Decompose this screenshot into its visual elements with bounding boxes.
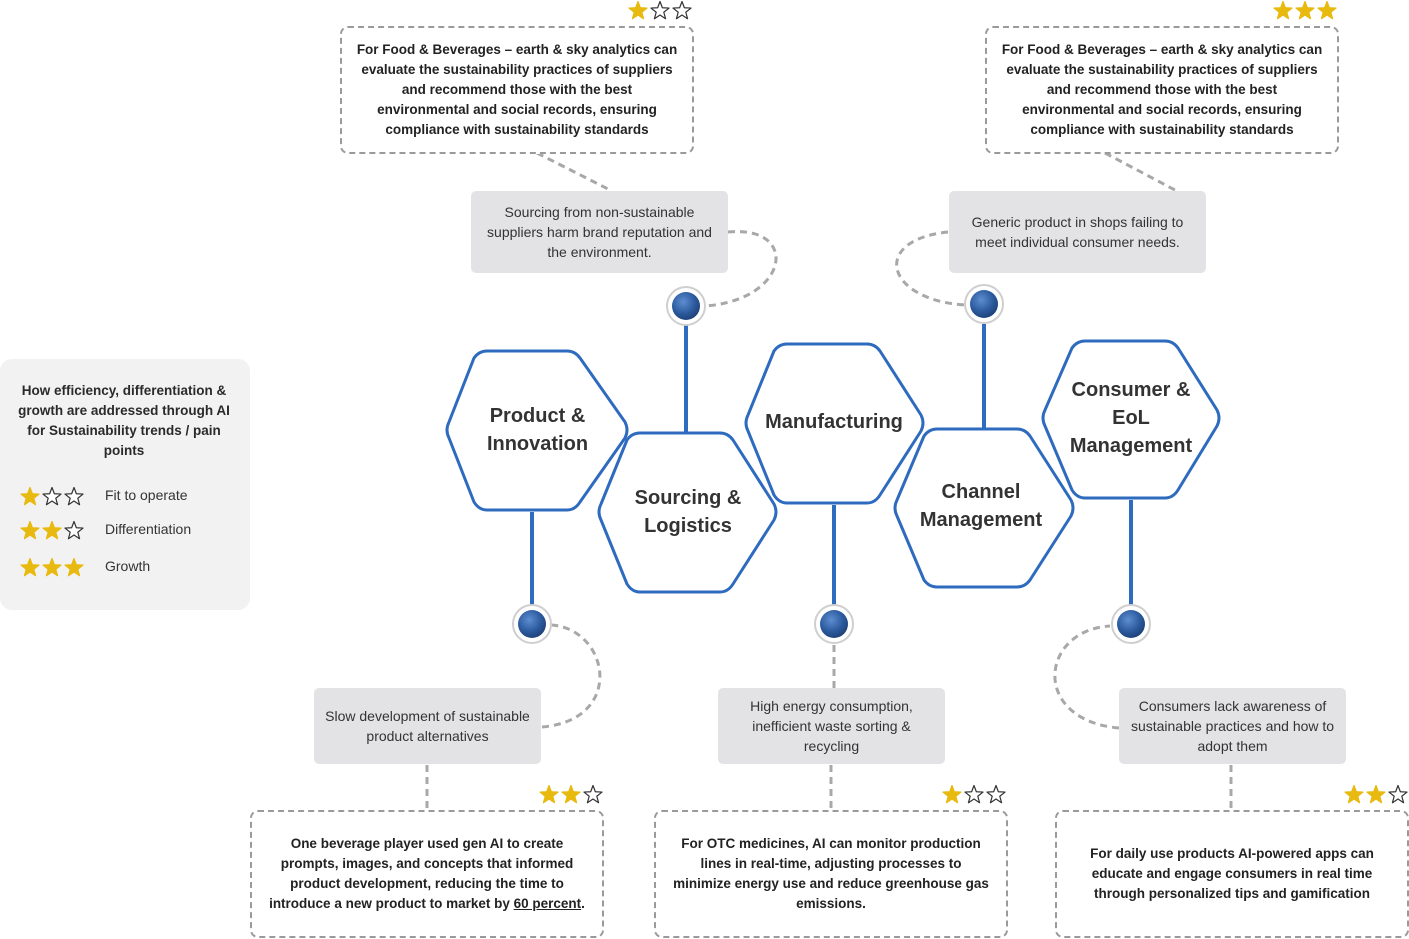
star-filled-icon (64, 557, 84, 577)
star-filled-icon (42, 520, 62, 540)
node-consumer[interactable] (1111, 604, 1151, 644)
legend-label-fit: Fit to operate (105, 487, 188, 503)
hexagon-product-innovation[interactable] (445, 349, 629, 512)
star-rating-icon (20, 486, 84, 506)
star-filled-icon (1295, 0, 1315, 20)
hexagon-consumer-eol[interactable] (1041, 339, 1221, 500)
node-product[interactable] (512, 604, 552, 644)
stage-label-channel: Channel Management (919, 481, 1043, 531)
star-filled-icon (1344, 784, 1364, 804)
legend-label-growth: Growth (105, 558, 151, 574)
node-manufacturing[interactable] (814, 604, 854, 644)
legend-panel: How efficiency, differentiation & growth… (0, 359, 250, 610)
use-case-callout-consumer: For daily use products AI-powered apps c… (1055, 810, 1409, 938)
star-filled-icon (20, 520, 40, 540)
stage-label-manufacturing: Manufacturing (765, 411, 903, 433)
star-empty-icon (64, 486, 84, 506)
star-empty-icon (64, 520, 84, 540)
stage-label-consumer: Consumer & EoL Management (1069, 379, 1193, 457)
star-empty-icon (583, 784, 603, 804)
use-case-callout-sourcing: For Food & Beverages – earth & sky analy… (340, 26, 694, 154)
star-rating-icon (628, 0, 692, 20)
star-filled-icon (1273, 0, 1293, 20)
star-empty-icon (650, 0, 670, 20)
use-case-text-product: One beverage player used gen AI to creat… (269, 836, 574, 911)
use-case-callout-product: One beverage player used gen AI to creat… (250, 810, 604, 938)
use-case-callout-manufacturing: For OTC medicines, AI can monitor produc… (654, 810, 1008, 938)
star-empty-icon (42, 486, 62, 506)
legend-label-differentiation: Differentiation (105, 521, 192, 537)
dashed-curve-sourcing (704, 230, 778, 308)
star-empty-icon (1388, 784, 1408, 804)
stage-label-product: Product & Innovation (486, 405, 589, 455)
legend-row-fit: Fit to operate (20, 486, 240, 508)
node-sourcing[interactable] (666, 286, 706, 326)
legend-title: How efficiency, differentiation & growth… (18, 383, 230, 458)
star-filled-icon (20, 486, 40, 506)
star-rating-icon (20, 520, 84, 540)
hexagon-channel-management[interactable] (893, 427, 1075, 589)
use-case-link-60-percent[interactable]: 60 percent (513, 896, 582, 911)
star-filled-icon (628, 0, 648, 20)
star-empty-icon (672, 0, 692, 20)
dashed-connector-channel-callout (1104, 151, 1176, 192)
use-case-text-product-end: . (581, 896, 585, 911)
pain-point-consumer: Consumers lack awareness of sustainable … (1119, 688, 1346, 764)
pain-point-sourcing: Sourcing from non-sustainable suppliers … (471, 191, 728, 273)
star-rating-icon (539, 784, 603, 804)
node-channel[interactable] (964, 284, 1004, 324)
legend-row-growth: Growth (20, 557, 240, 579)
pain-point-channel: Generic product in shops failing to meet… (949, 191, 1206, 273)
pain-point-manufacturing: High energy consumption, inefficient was… (718, 688, 945, 764)
use-case-callout-channel: For Food & Beverages – earth & sky analy… (985, 26, 1339, 154)
star-empty-icon (986, 784, 1006, 804)
hexagon-manufacturing[interactable] (744, 342, 925, 505)
stage-label-sourcing: Sourcing & Logistics (634, 487, 742, 537)
star-filled-icon (561, 784, 581, 804)
dashed-curve-product (541, 623, 602, 729)
star-rating-icon (1344, 784, 1408, 804)
hexagon-sourcing-logistics[interactable] (597, 431, 778, 594)
star-rating-icon (1273, 0, 1337, 20)
dashed-curve-channel (895, 230, 966, 307)
star-empty-icon (964, 784, 984, 804)
star-filled-icon (1317, 0, 1337, 20)
pain-point-product: Slow development of sustainable product … (314, 688, 541, 764)
star-filled-icon (942, 784, 962, 804)
star-filled-icon (42, 557, 62, 577)
star-filled-icon (1366, 784, 1386, 804)
legend-row-differentiation: Differentiation (20, 520, 240, 542)
dashed-connector-sourcing-callout (536, 151, 611, 192)
star-rating-icon (20, 557, 84, 577)
star-filled-icon (539, 784, 559, 804)
star-filled-icon (20, 557, 40, 577)
star-rating-icon (942, 784, 1006, 804)
dashed-curve-consumer (1053, 624, 1120, 730)
